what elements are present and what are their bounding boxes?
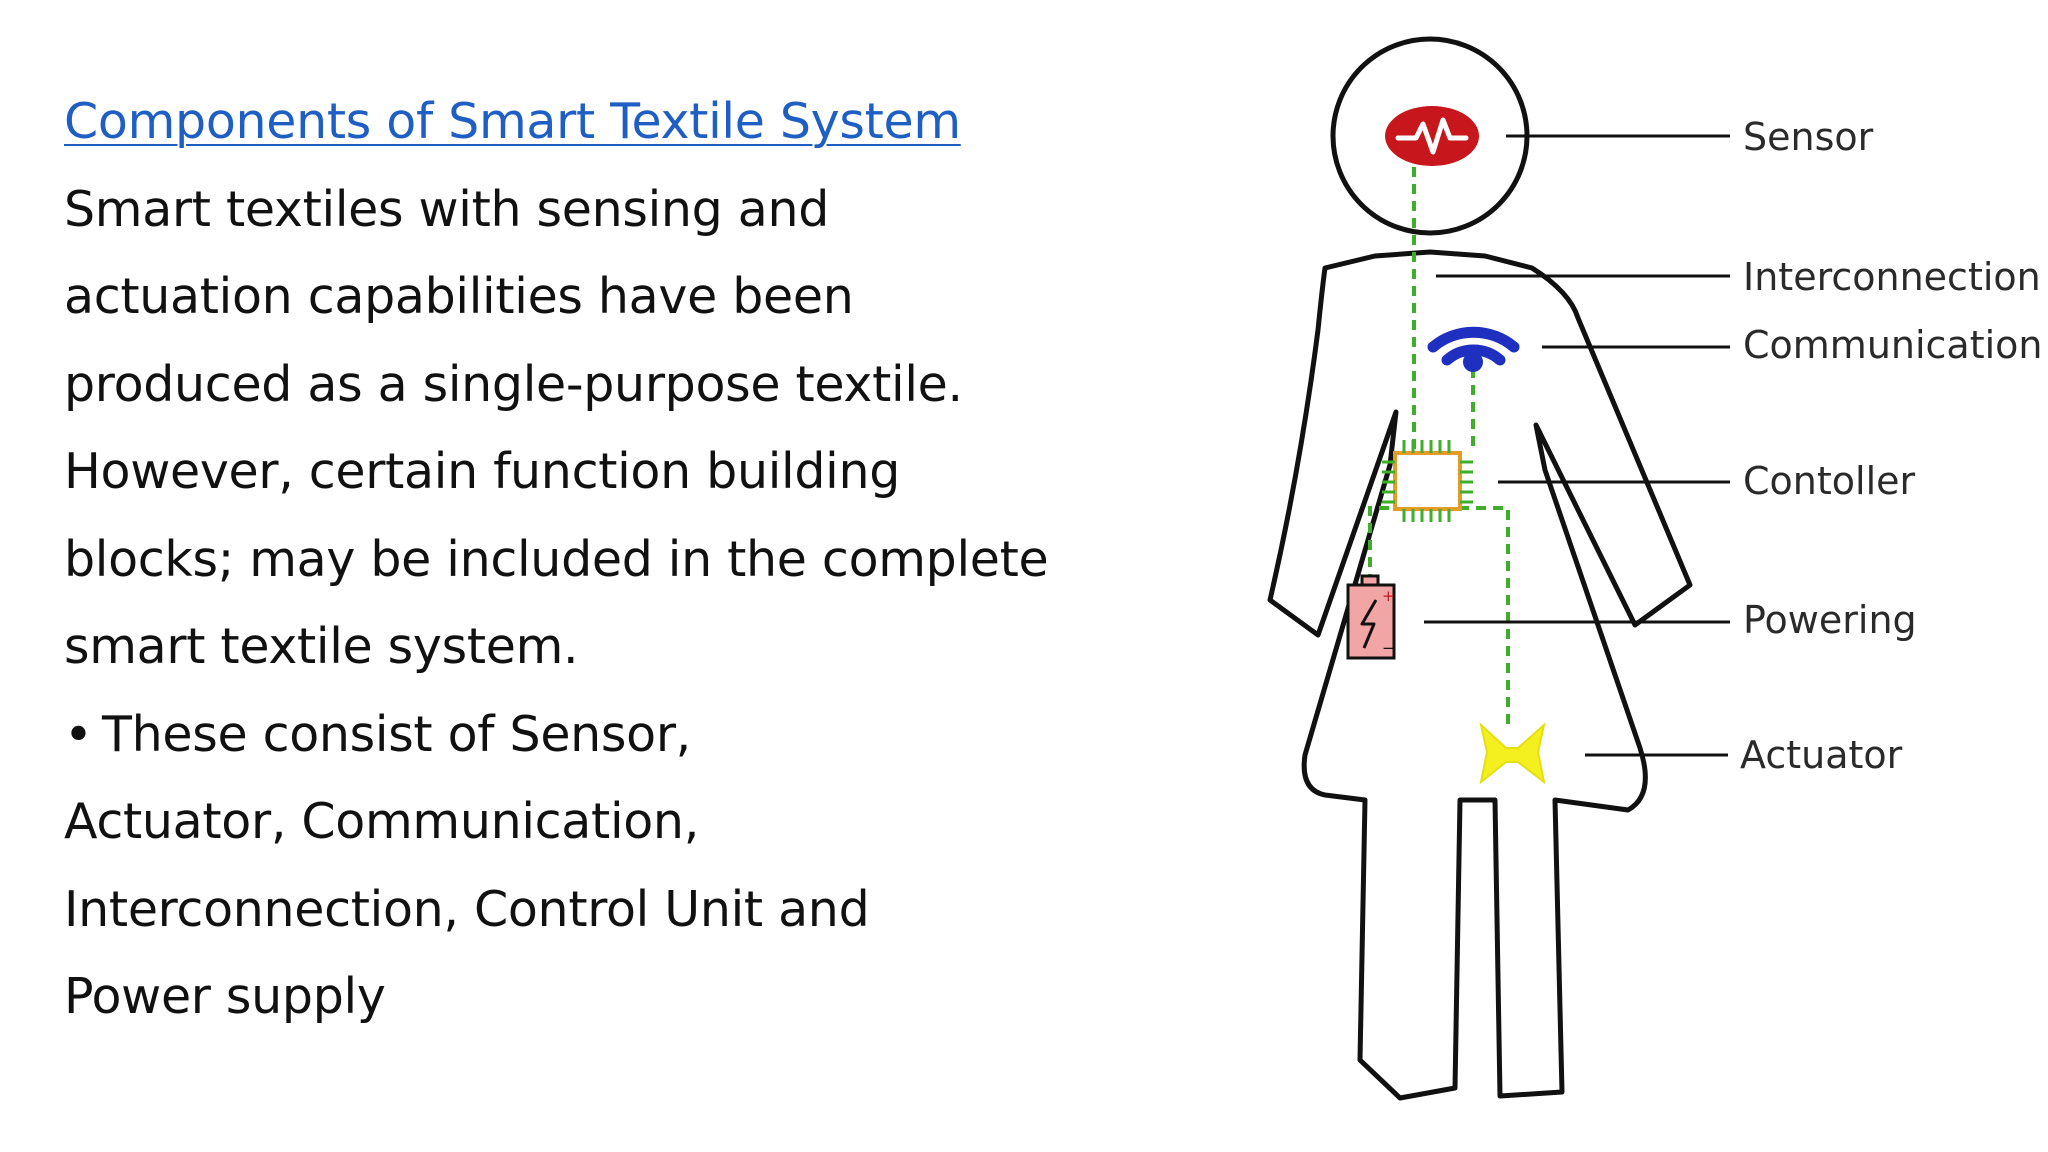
bullet-line-1: •These consist of Sensor, xyxy=(64,691,1104,779)
smart-textile-diagram: + − Sensor Interconnection Communication… xyxy=(1100,0,2048,1152)
body-line-3: produced as a single-purpose textile. xyxy=(64,355,963,413)
label-controller: Contoller xyxy=(1743,459,1916,503)
body-line-5: blocks; may be included in the complete xyxy=(64,530,1049,588)
title-line: Components of Smart Textile System xyxy=(64,78,1104,166)
svg-text:+: + xyxy=(1382,587,1395,605)
diagram-svg: + − Sensor Interconnection Communication… xyxy=(1267,36,2043,1101)
heartbeat-icon xyxy=(1385,106,1479,166)
wire-chip-to-battery xyxy=(1368,506,1423,578)
title-link[interactable]: Components of Smart Textile System xyxy=(64,93,961,150)
battery-icon: + − xyxy=(1346,574,1396,660)
label-interconnection: Interconnection xyxy=(1743,255,2041,299)
bullet-line-3: Interconnection, Control Unit and xyxy=(64,880,870,938)
bullet-line-2: Actuator, Communication, xyxy=(64,793,699,850)
text-panel: Components of Smart Textile System Smart… xyxy=(64,78,1104,1041)
callout-lines xyxy=(1424,134,1730,757)
body-line-6: smart textile system. xyxy=(64,618,579,675)
bullet-line-4: Power supply xyxy=(64,968,386,1025)
svg-text:−: − xyxy=(1382,639,1395,657)
label-sensor: Sensor xyxy=(1743,115,1874,159)
bullet-symbol: • xyxy=(64,705,93,763)
label-actuator: Actuator xyxy=(1740,733,1903,777)
label-powering: Powering xyxy=(1743,598,1917,642)
body-line-4: However, certain function building xyxy=(64,443,901,500)
wire-chip-to-actuator xyxy=(1442,506,1510,726)
body-outline xyxy=(1267,249,1693,1101)
body-line-1: Smart textiles with sensing and xyxy=(64,180,830,238)
body-line-2: actuation capabilities have been xyxy=(64,268,854,325)
label-communication: Communication xyxy=(1743,323,2043,367)
chip-icon xyxy=(1382,440,1473,522)
wifi-icon xyxy=(1427,326,1520,372)
bowtie-actuator-icon xyxy=(1479,722,1546,785)
bullet-text-1: These consist of Sensor, xyxy=(102,705,691,763)
